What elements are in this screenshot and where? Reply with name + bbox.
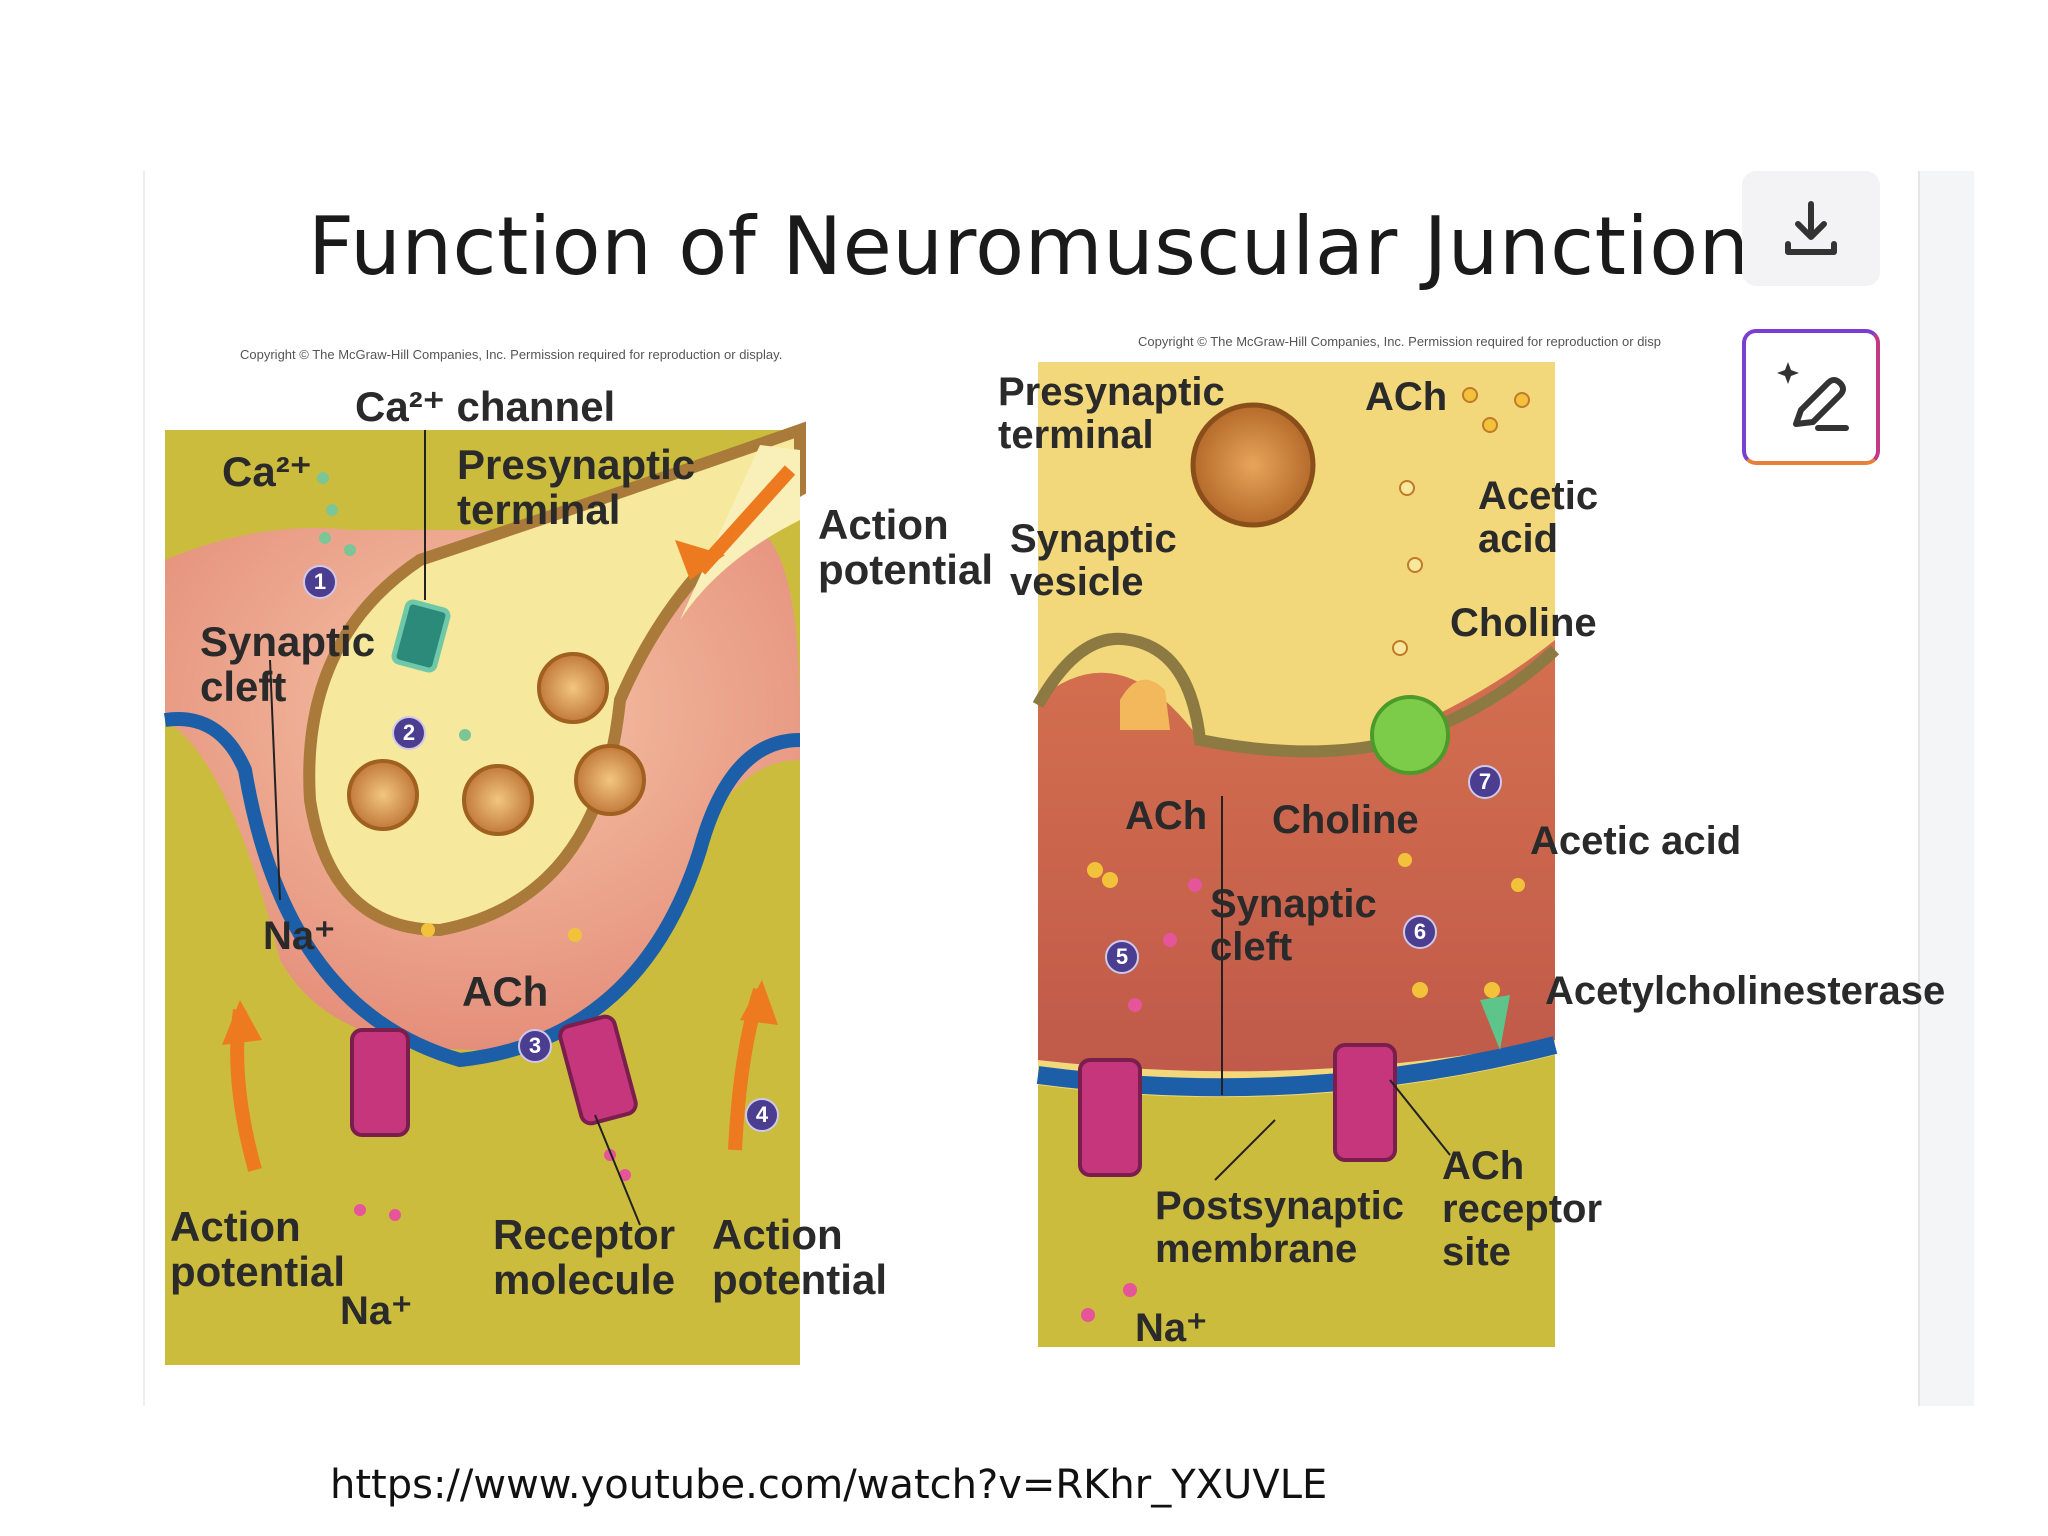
na-lower-label: Na⁺	[340, 1289, 413, 1333]
ach-label: ACh	[462, 968, 549, 1015]
na-upper-label: Na⁺	[263, 914, 336, 958]
acetylcholinesterase-label: Acetylcholinesterase	[1545, 969, 1946, 1013]
acetic-acid-top-line1: Acetic	[1478, 474, 1599, 518]
acetic-acid-mid-label: Acetic acid	[1530, 819, 1742, 863]
step-2-badge: 2	[392, 716, 426, 750]
step-7-badge: 7	[1468, 765, 1502, 799]
postsynaptic-membrane-line1: Postsynaptic	[1155, 1184, 1404, 1228]
copyright-left: Copyright © The McGraw-Hill Companies, I…	[240, 347, 783, 362]
receptor-molecule-line1: Receptor	[493, 1211, 676, 1258]
action-potential-top-label: Action potential	[818, 501, 993, 593]
source-url[interactable]: https://www.youtube.com/watch?v=RKhr_YXU…	[330, 1462, 1328, 1508]
na-right-label: Na⁺	[1135, 1306, 1208, 1350]
action-potential-left-line1: Action	[170, 1203, 301, 1250]
synaptic-vesicle-label: Synaptic vesicle	[1010, 518, 1177, 604]
acetic-acid-top-label: Acetic acid	[1478, 475, 1598, 561]
acetic-acid-top-line2: acid	[1478, 516, 1559, 561]
ach-receptor-site-label: ACh receptor site	[1442, 1145, 1602, 1273]
action-potential-top-line1: Action	[818, 501, 949, 548]
synaptic-cleft-label: Synaptic cleft	[200, 618, 376, 710]
download-icon	[1785, 200, 1837, 255]
synaptic-cleft-right-line2: cleft	[1210, 924, 1293, 969]
step-5-badge: 5	[1105, 940, 1139, 974]
synaptic-cleft-line2: cleft	[200, 662, 287, 710]
ach-receptor-line1: ACh	[1442, 1144, 1525, 1188]
receptor-molecule-line2: molecule	[493, 1255, 676, 1303]
action-potential-right-line2: potential	[712, 1255, 887, 1303]
receptor-molecule-label: Receptor molecule	[493, 1211, 676, 1303]
choline-mid-label: Choline	[1272, 798, 1419, 842]
step-1-badge: 1	[303, 565, 337, 599]
presynaptic-terminal-line2: terminal	[457, 485, 621, 533]
step-6-badge: 6	[1403, 915, 1437, 949]
presynaptic-terminal-label: Presynaptic terminal	[457, 441, 696, 533]
slide-title: Function of Neuromuscular Junction	[308, 200, 1750, 293]
ach-receptor-line3: site	[1442, 1229, 1511, 1274]
presynaptic-terminal-line1: Presynaptic	[457, 441, 696, 488]
step-4-badge: 4	[745, 1098, 779, 1132]
action-potential-right-label: Action potential	[712, 1211, 887, 1303]
choline-top-label: Choline	[1450, 601, 1597, 645]
action-potential-right-line1: Action	[712, 1211, 843, 1258]
synaptic-cleft-right-line1: Synaptic	[1210, 882, 1377, 926]
copyright-right: Copyright © The McGraw-Hill Companies, I…	[1138, 334, 1662, 349]
synaptic-cleft-line1: Synaptic	[200, 618, 376, 665]
synaptic-cleft-right-label: Synaptic cleft	[1210, 883, 1377, 969]
postsynaptic-membrane-line2: membrane	[1155, 1226, 1358, 1271]
action-potential-left-label: Action potential	[170, 1203, 345, 1295]
download-button[interactable]	[1742, 171, 1880, 286]
ach-receptor-line2: receptor	[1442, 1186, 1603, 1231]
scroll-strip	[1918, 171, 1974, 1406]
presynaptic-terminal-right-label: Presynaptic terminal	[998, 371, 1225, 457]
presynaptic-terminal-right-line2: terminal	[998, 412, 1154, 457]
ca-channel-label: Ca²⁺ channel	[355, 383, 616, 430]
ai-edit-button[interactable]	[1742, 329, 1880, 465]
ach-mid-label: ACh	[1125, 794, 1208, 838]
synaptic-vesicle-line2: vesicle	[1010, 559, 1144, 604]
presynaptic-terminal-right-line1: Presynaptic	[998, 370, 1225, 414]
action-potential-top-line2: potential	[818, 545, 993, 593]
action-potential-left-line2: potential	[170, 1247, 345, 1295]
sparkle-pen-icon	[1777, 362, 1849, 431]
synaptic-vesicle-line1: Synaptic	[1010, 517, 1177, 561]
ca-ion-label: Ca²⁺	[222, 448, 312, 495]
step-3-badge: 3	[518, 1029, 552, 1063]
postsynaptic-membrane-label: Postsynaptic membrane	[1155, 1185, 1404, 1271]
ach-top-label: ACh	[1365, 375, 1448, 419]
